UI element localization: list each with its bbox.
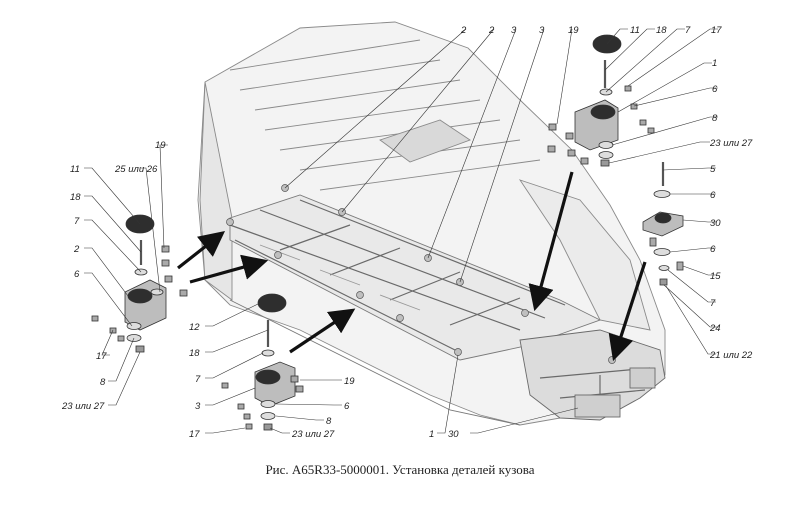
callout-7-left: 7: [74, 216, 80, 227]
arrow-bottom: [289, 308, 356, 354]
callout-19-top: 19: [568, 25, 579, 36]
nut-23-left: [135, 345, 145, 353]
bolts-17-top: [624, 85, 655, 134]
arrow-top: [528, 171, 574, 312]
nut-23-bottom: [263, 423, 273, 431]
callout-18-left: 18: [70, 192, 81, 203]
washer-8-top: [598, 151, 614, 159]
callout-6-bottom: 6: [344, 401, 350, 412]
callout-23-27-top: 23 или 27: [709, 138, 753, 149]
callout-7-bottom: 7: [195, 374, 201, 385]
callout-18-bottom: 18: [189, 348, 200, 359]
nuts-19-left: [161, 245, 188, 297]
bump-stop-12-bottom: [257, 293, 287, 313]
bolts-17-bottom: [221, 382, 253, 430]
callout-30-right: 30: [710, 218, 721, 229]
callout-23-27-bottom: 23 или 27: [291, 429, 335, 440]
rubber-core-30: [654, 212, 672, 224]
cushion-30-right: [642, 211, 684, 237]
callout-2-left: 2: [73, 244, 80, 255]
callout-17-left: 17: [96, 351, 107, 362]
windshield: [518, 179, 651, 331]
callout-15-right: 15: [710, 271, 721, 282]
arrow-left-lower: [189, 254, 269, 284]
van-body: [197, 21, 666, 426]
callout-6-right-b: 6: [710, 244, 716, 255]
washer-7-bottom: [261, 349, 275, 357]
nut-23-top: [600, 159, 610, 167]
callout-1-bottom: 1: [429, 429, 434, 440]
callout-3-bottom: 3: [195, 401, 201, 412]
washer-6-top: [598, 141, 614, 149]
washer-6-bottom: [260, 400, 276, 408]
callout-19-bottom: 19: [344, 376, 355, 387]
callout-1-top: 1: [712, 58, 717, 69]
mount-assembly-top: [547, 34, 655, 167]
callout-6-left: 6: [74, 269, 80, 280]
arrow-left-upper: [177, 231, 226, 270]
mount-assembly-left: [91, 214, 188, 353]
callout-25-26-left: 25 или 26: [114, 164, 158, 175]
front-floor-box: [574, 394, 621, 418]
callout-8-bottom: 8: [326, 416, 332, 427]
callout-11-left: 11: [70, 164, 80, 175]
callout-8-top: 8: [712, 113, 718, 124]
mount-assembly-right: [642, 162, 684, 286]
washer-6-right-b: [653, 248, 671, 256]
sill: [229, 299, 521, 426]
washer-25-left: [150, 288, 164, 296]
callout-11-top: 11: [630, 25, 640, 36]
leader-lines: [84, 28, 718, 434]
callout-18-top: 18: [656, 25, 667, 36]
callout-6-top: 6: [712, 84, 718, 95]
floor-frame: [229, 199, 566, 351]
rubber-cushion-top: [590, 104, 616, 120]
callout-30-bottom: 30: [448, 429, 459, 440]
nuts-19-bottom: [290, 375, 304, 393]
callout-7-top: 7: [685, 25, 691, 36]
callout-labels: 2 2 3 3 19 11 18 7 17 1 6 8 23 или 27 5 …: [61, 25, 753, 440]
callout-17-bottom: 17: [189, 429, 200, 440]
nuts-19-top: [547, 123, 589, 165]
callout-21-22-right: 21 или 22: [709, 350, 753, 361]
nut-24-right: [659, 278, 668, 286]
callout-24-right: 24: [709, 323, 721, 334]
roof-hatch: [379, 119, 471, 163]
assembly-arrows: [177, 171, 647, 362]
callout-6-right-a: 6: [710, 190, 716, 201]
rubber-cushion-left: [127, 288, 153, 304]
rubber-cushion-bottom: [255, 369, 281, 385]
mount-assembly-bottom: [221, 293, 304, 431]
callout-2b: 2: [488, 25, 495, 36]
bolt-15-right: [676, 261, 684, 271]
callout-3a: 3: [511, 25, 517, 36]
washer-7-right: [658, 265, 670, 271]
mount-box-right: [629, 367, 656, 389]
washer-6-right-a: [653, 190, 671, 198]
callout-23-27-left: 23 или 27: [61, 401, 105, 412]
callout-12-bottom: 12: [189, 322, 200, 333]
callout-3b: 3: [539, 25, 545, 36]
callout-5-right: 5: [710, 164, 716, 175]
callout-8-left: 8: [100, 377, 106, 388]
callout-19-left: 19: [155, 140, 166, 151]
washer-8-bottom: [260, 412, 276, 420]
callout-17-top: 17: [711, 25, 722, 36]
bolts-17-left: [91, 315, 125, 342]
roof-ribs: [229, 39, 541, 191]
washer-6-left: [126, 322, 142, 330]
callout-2a: 2: [460, 25, 467, 36]
figure-caption: Рис. А65R33-5000001. Установка деталей к…: [265, 462, 535, 477]
arrow-right: [608, 261, 647, 362]
bolt-stub-right: [649, 237, 657, 247]
callout-7-right: 7: [710, 298, 716, 309]
bracket-3-bottom: [254, 361, 296, 407]
